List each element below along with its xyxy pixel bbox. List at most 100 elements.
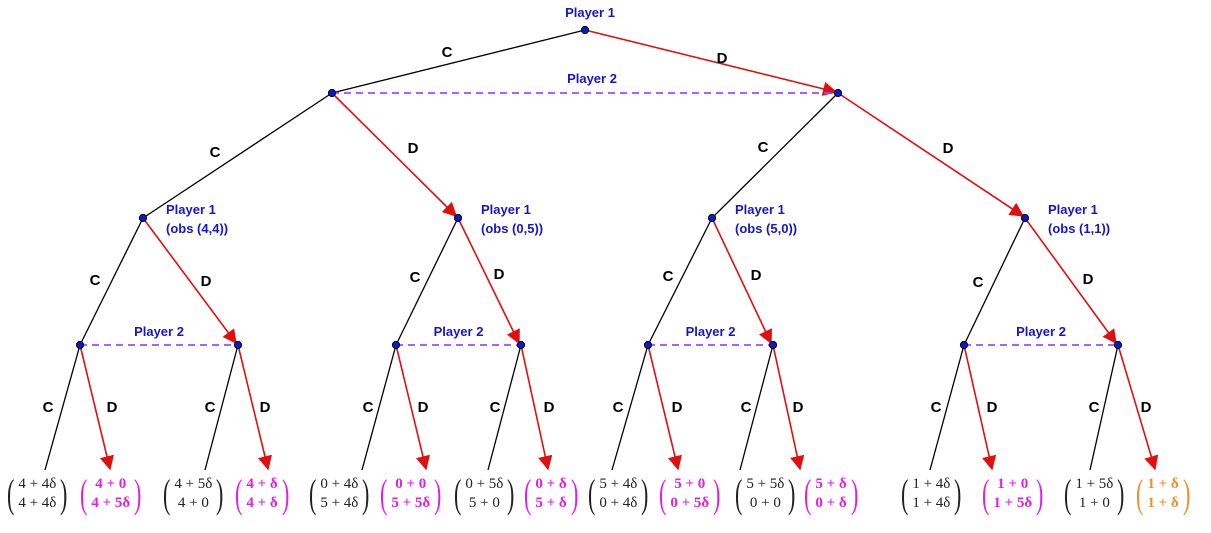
- decision-node-stage2-p2: [959, 340, 969, 350]
- stage2-obs-label: (obs (4,4)): [166, 221, 228, 236]
- payoff-player1: 5 + 5δ: [746, 476, 785, 492]
- edge-stage2-p2-d: [79, 344, 114, 471]
- payoff-player1: 0 + δ: [535, 476, 567, 492]
- payoff-player2: 4 + δ: [246, 495, 278, 511]
- move-label-c: C: [90, 272, 101, 289]
- move-label-c: C: [663, 268, 674, 285]
- stage2-player-label: Player 1: [166, 202, 216, 217]
- edge-stage2-p2-d: [772, 344, 805, 471]
- decision-node-stage2-p2: [391, 340, 401, 350]
- edge-stage2-p2-c: [611, 344, 649, 471]
- left-paren: (: [162, 471, 171, 516]
- move-label-c: C: [363, 399, 374, 416]
- move-label-d: D: [1083, 271, 1094, 288]
- decision-node-stage1: [327, 88, 337, 98]
- left-paren: (: [79, 471, 88, 516]
- edge-stage2-d: [457, 217, 520, 345]
- left-paren: (: [587, 471, 596, 516]
- payoff-player1: 1 + 0: [997, 476, 1029, 492]
- move-label-c: C: [205, 399, 216, 416]
- edge-p2-d: [331, 92, 458, 218]
- payoff-player1: 5 + 0: [674, 476, 706, 492]
- payoff-player2: 4 + 0: [177, 495, 209, 511]
- decision-node-stage2-p2: [768, 340, 778, 350]
- payoff-player2: 1 + 5δ: [993, 495, 1033, 511]
- payoff-player1: 1 + 4δ: [912, 476, 951, 492]
- move-label-d: D: [672, 399, 683, 416]
- edge-stage2-p2-c: [1089, 344, 1119, 471]
- stage2-player-label: Player 1: [1048, 202, 1098, 217]
- decision-node-stage2: [1020, 213, 1030, 223]
- decision-node-stage2-p2: [643, 340, 653, 350]
- move-label-c: C: [741, 399, 752, 416]
- left-paren: (: [658, 471, 667, 516]
- left-paren: (: [734, 471, 743, 516]
- decision-node-stage2: [707, 213, 717, 223]
- move-label-d: D: [418, 399, 429, 416]
- move-label-c: C: [490, 399, 501, 416]
- left-paren: (: [379, 471, 388, 516]
- payoff-player1: 5 + 4δ: [599, 476, 638, 492]
- move-label-c: C: [973, 274, 984, 291]
- right-paren: ): [641, 471, 649, 516]
- edge-stage2-p2-d: [237, 344, 272, 471]
- edge-p2-c: [142, 92, 333, 219]
- left-paren: (: [1063, 471, 1072, 516]
- edge-p2-c: [711, 92, 839, 219]
- payoff-player1: 0 + 5δ: [465, 476, 504, 492]
- edge-stage2-p2-d: [1117, 344, 1159, 471]
- left-paren: (: [308, 471, 317, 516]
- edge-stage2-p2-c: [739, 344, 774, 471]
- left-paren: (: [1135, 471, 1144, 516]
- move-label-d: D: [751, 267, 762, 284]
- move-label-d: D: [408, 140, 419, 157]
- left-paren: (: [234, 471, 243, 516]
- left-paren: (: [981, 471, 990, 516]
- move-label-d: D: [943, 140, 954, 157]
- move-label-d: D: [717, 50, 728, 67]
- stage2-obs-label: (obs (0,5)): [481, 221, 543, 236]
- right-paren: ): [507, 471, 515, 516]
- payoff-player1: 4 + 5δ: [174, 476, 213, 492]
- decision-node-stage2-p2: [516, 340, 526, 350]
- edge-stage2-d: [711, 217, 772, 345]
- edge-stage2-c: [79, 217, 144, 346]
- right-paren: ): [1036, 471, 1044, 516]
- move-label-d: D: [793, 399, 804, 416]
- edge-stage2-d: [1024, 217, 1117, 345]
- payoff-player2: 1 + 0: [1078, 495, 1110, 511]
- edge-stage2-d: [142, 217, 237, 345]
- payoff-player2: 5 + 5δ: [391, 495, 431, 511]
- edge-stage2-p2-d: [647, 344, 682, 471]
- left-paren: (: [6, 471, 15, 516]
- left-paren: (: [803, 471, 812, 516]
- stage2-obs-label: (obs (5,0)): [735, 221, 797, 236]
- edge-root-c: [331, 29, 586, 94]
- edge-stage2-c: [647, 217, 713, 346]
- move-label-c: C: [613, 399, 624, 416]
- move-label-d: D: [494, 266, 505, 283]
- move-label-c: C: [1089, 399, 1100, 416]
- payoff-player1: 4 + δ: [246, 476, 278, 492]
- payoff-player2: 4 + 5δ: [91, 495, 131, 511]
- move-label-c: C: [931, 399, 942, 416]
- move-label-d: D: [987, 399, 998, 416]
- move-label-c: C: [758, 139, 769, 156]
- left-paren: (: [523, 471, 532, 516]
- decision-node-stage2-p2: [233, 340, 243, 350]
